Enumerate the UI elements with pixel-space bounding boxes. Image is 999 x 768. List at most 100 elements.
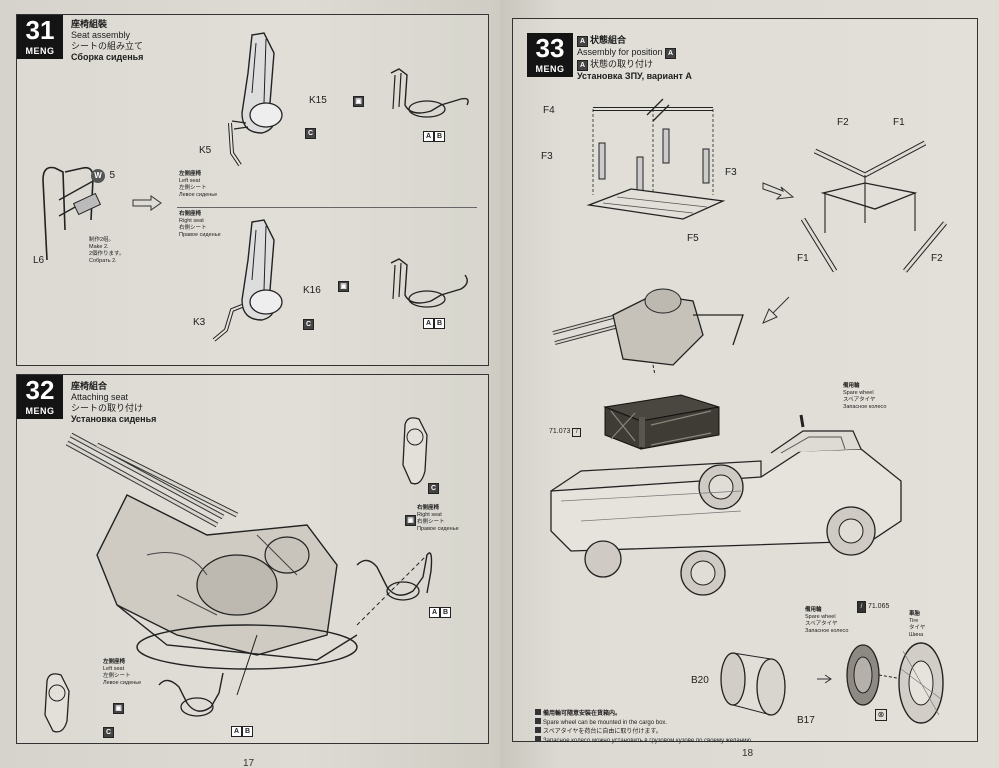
finished-right-seat-drawing <box>390 258 468 308</box>
left-seat-label: 左侧座椅 Left seat 左側シート Левое сиденье <box>103 659 142 686</box>
step-number: 33 <box>535 33 565 63</box>
title-en: Assembly for position <box>577 47 663 57</box>
part-label-b20: B20 <box>691 675 709 686</box>
left-seat-assembled-drawing <box>158 672 224 717</box>
spare-wheel-notes: 備用輪可隨意安裝在貨箱内。 Spare wheel can be mounted… <box>535 709 753 745</box>
paint-brush-icon: / <box>857 601 866 613</box>
decal-w5: W 5 <box>91 165 115 183</box>
paint-brush-icon: / <box>572 428 582 437</box>
gun-mount-drawing <box>552 288 744 376</box>
finished-left-seat-drawing <box>390 68 469 118</box>
page-number: 18 <box>742 748 754 759</box>
wheel-parts-drawing <box>720 642 944 724</box>
title-jp: シートの取り付け <box>71 403 144 413</box>
part-label-k3: K3 <box>193 317 206 328</box>
left-seat-part-drawing <box>44 673 70 733</box>
color-c-tag: C <box>103 727 114 738</box>
part-label-f5: F5 <box>687 233 699 244</box>
part-label-f3: F3 <box>541 151 553 162</box>
title-jp: シートの組み立て <box>71 41 144 51</box>
step-31-badge: 31 MENG <box>17 15 63 59</box>
right-seat-part-drawing <box>402 417 428 485</box>
variant-a-tag: A <box>665 48 677 59</box>
part-label-l6: L6 <box>33 255 45 266</box>
step-number: 32 <box>25 375 55 405</box>
decal-number: 5 <box>109 170 116 181</box>
pickup-truck-drawing <box>550 414 902 596</box>
step-number: 31 <box>25 15 55 45</box>
variant-b-tag: B <box>434 131 445 142</box>
color-c-tag: C <box>428 483 439 494</box>
variant-a-tag: A <box>423 318 434 329</box>
decal-icon: W <box>91 169 105 183</box>
right-seat-assembly-drawing <box>212 219 283 342</box>
title-jp: 状態の取り付け <box>590 59 654 69</box>
part-label-b17: B17 <box>797 715 815 726</box>
title-en: Seat assembly <box>71 30 131 40</box>
pallet-assembly-drawing <box>586 98 726 220</box>
part-label-k15: K15 <box>309 95 327 106</box>
variant-a-tag: A <box>429 607 440 618</box>
arrow-right-icon <box>132 195 162 211</box>
tire-label: 車胎 Tire タイヤ Шина <box>909 611 926 638</box>
variant-b-tag: B <box>440 607 451 618</box>
step-32-panel: 32 MENG 座椅組合 Attaching seat シートの取り付け Уст… <box>16 374 489 744</box>
variant-a-tag: A <box>231 726 242 737</box>
title-cn: 座椅組裝 <box>71 19 108 29</box>
color-c-tag: C <box>303 319 314 330</box>
part-label-k5: K5 <box>199 145 212 156</box>
left-page: 31 MENG 座椅組裝 Seat assembly シートの組み立て Сбор… <box>0 0 500 768</box>
variant-a-tag: A <box>577 60 588 71</box>
camera-icon: ▣ <box>405 515 416 526</box>
cargo-pallet-drawing <box>603 394 720 450</box>
camera-icon: ▣ <box>338 281 349 292</box>
right-seat-label: 右侧座椅 Right seat 右側シート Правое сиденье <box>417 505 459 532</box>
right-seat-assembled-drawing <box>356 552 433 601</box>
title-cn: 座椅組合 <box>71 381 108 391</box>
right-seat-label: 右侧座椅 Right seat 右側シート Правое сиденье <box>179 211 221 238</box>
left-seat-label: 左侧座椅 Left seat 左側シート Левое сиденье <box>179 171 218 198</box>
variant-a-tag: A <box>423 131 434 142</box>
paint-ref-71065: / 71.065 <box>857 601 889 613</box>
title-en: Attaching seat <box>71 392 129 402</box>
part-label-f2: F2 <box>931 253 943 264</box>
brand-logo: MENG <box>25 406 55 416</box>
title-cn: 状態組合 <box>590 35 627 45</box>
spare-wheel-label: 備用輪 Spare wheel スペアタイヤ Запасное колесо <box>805 607 849 634</box>
part-label-f1: F1 <box>797 253 809 264</box>
title-ru: Установка ЗПУ, вариант А <box>577 71 692 81</box>
frame-assembly-drawing <box>800 140 947 273</box>
page-number: 17 <box>243 758 255 768</box>
no-glue-icon: ⊗ <box>875 709 887 721</box>
variant-b-tag: B <box>434 318 445 329</box>
arrow-down-left-icon <box>762 296 790 324</box>
anti-aircraft-gun-drawing <box>65 432 428 696</box>
brand-logo: MENG <box>535 64 565 74</box>
arrow-right-icon <box>762 182 795 200</box>
part-label-f3: F3 <box>725 167 737 178</box>
divider <box>177 207 477 208</box>
variant-b-tag: B <box>242 726 253 737</box>
camera-icon: ▣ <box>353 96 364 107</box>
step-32-badge: 32 MENG <box>17 375 63 419</box>
step-31-panel: 31 MENG 座椅組裝 Seat assembly シートの組み立て Сбор… <box>16 14 489 366</box>
part-label-f1: F1 <box>893 117 905 128</box>
spare-wheel-label: 備用輪 Spare wheel スペアタイヤ Запасное колесо <box>843 383 887 410</box>
step-31-title: 座椅組裝 Seat assembly シートの組み立て Сборка сиден… <box>71 19 143 63</box>
paint-ref-71073: 71.073 / <box>549 428 582 437</box>
title-ru: Сборка сиденья <box>71 52 144 62</box>
make-note: 制作2组。 Make 2. 2個作ります。 Собрать 2. <box>89 237 125 264</box>
left-seat-assembly-drawing <box>228 32 283 167</box>
variant-a-tag: A <box>577 36 588 47</box>
brand-logo: MENG <box>25 46 55 56</box>
part-label-k16: K16 <box>303 285 321 296</box>
part-label-f2: F2 <box>837 117 849 128</box>
camera-icon: ▣ <box>113 703 124 714</box>
part-label-f4: F4 <box>543 105 555 116</box>
title-ru: Установка сиденья <box>71 414 157 424</box>
step-32-title: 座椅組合 Attaching seat シートの取り付け Установка с… <box>71 381 156 425</box>
step-33-badge: 33 MENG <box>527 33 573 77</box>
